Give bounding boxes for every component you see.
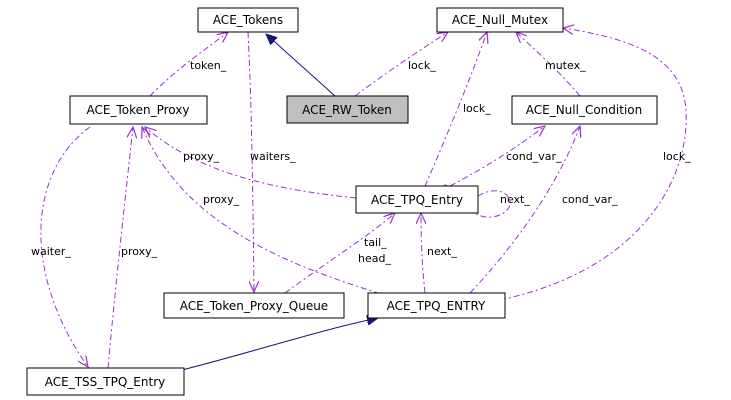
- node-ace-tpq-entry[interactable]: ACE_TPQ_Entry: [355, 185, 479, 214]
- edge-next-entry: [421, 213, 425, 294]
- edge-tail-head: [284, 213, 395, 294]
- edge-cond-var-a: [449, 126, 545, 187]
- node-label: ACE_TPQ_Entry: [371, 193, 463, 207]
- label-waiter: waiter_: [31, 245, 71, 258]
- label-token: token_: [190, 59, 227, 72]
- node-ace-token-proxy[interactable]: ACE_Token_Proxy: [69, 95, 208, 125]
- node-label: ACE_Null_Condition: [526, 103, 642, 117]
- edge-proxy-a: [145, 127, 357, 199]
- label-cond-var-a: cond_var_: [506, 150, 562, 163]
- label-lock-rw: lock_: [408, 59, 436, 72]
- edge-lock-tpq: [424, 32, 487, 187]
- edge-labels: token_ lock_ mutex_ lock_ proxy_ waiters…: [31, 59, 691, 265]
- label-lock-entry: lock_: [663, 150, 691, 163]
- edge-waiters: [247, 31, 254, 292]
- edge-lock-entry: [499, 28, 687, 301]
- label-mutex: mutex_: [545, 59, 586, 72]
- node-label: ACE_Tokens: [213, 13, 283, 27]
- label-proxy-b: proxy_: [203, 193, 240, 206]
- node-ace-rw-token[interactable]: ACE_RW_Token: [286, 95, 409, 124]
- label-tail: tail_: [364, 236, 387, 249]
- label-lock-tpq: lock_: [463, 102, 491, 115]
- node-label: ACE_TSS_TPQ_Entry: [45, 375, 165, 389]
- node-ace-tpq-entry-typedef[interactable]: ACE_TPQ_ENTRY: [367, 292, 506, 319]
- label-waiters: waiters_: [250, 150, 296, 163]
- node-label: ACE_Token_Proxy_Queue: [180, 299, 328, 313]
- edge-lock-rw: [354, 32, 448, 97]
- node-ace-null-mutex[interactable]: ACE_Null_Mutex: [436, 7, 564, 33]
- label-next-entry: next_: [427, 245, 457, 258]
- node-label: ACE_TPQ_ENTRY: [387, 299, 486, 313]
- node-label: ACE_Token_Proxy: [87, 103, 190, 117]
- label-head: head_: [358, 252, 391, 265]
- edge-rw-token-to-tokens: [266, 34, 336, 97]
- label-proxy-c: proxy_: [121, 245, 158, 258]
- node-label: ACE_RW_Token: [302, 103, 392, 117]
- label-proxy-a: proxy_: [183, 150, 220, 163]
- node-ace-tss-tpq-entry[interactable]: ACE_TSS_TPQ_Entry: [26, 367, 185, 396]
- edge-waiter: [40, 126, 91, 367]
- node-ace-null-condition[interactable]: ACE_Null_Condition: [511, 95, 658, 125]
- edge-mutex: [516, 32, 581, 97]
- label-next-self: next_: [500, 193, 530, 206]
- edge-tss-to-tpq-entry-typedef: [181, 318, 378, 371]
- node-ace-token-proxy-queue[interactable]: ACE_Token_Proxy_Queue: [163, 292, 345, 319]
- edge-token: [149, 32, 228, 97]
- node-ace-tokens[interactable]: ACE_Tokens: [197, 7, 299, 33]
- node-label: ACE_Null_Mutex: [452, 13, 548, 27]
- edge-proxy-c: [107, 127, 133, 369]
- label-cond-var-b: cond_var_: [562, 193, 618, 206]
